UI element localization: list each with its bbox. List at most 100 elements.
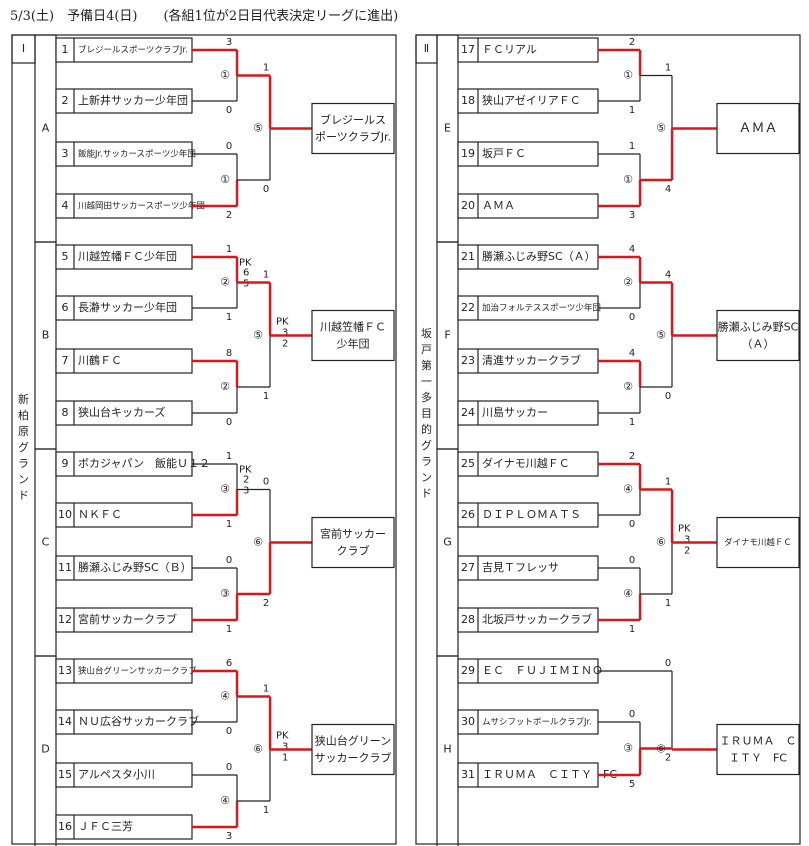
team-name: ＦＣリアル <box>482 43 537 56</box>
team-name: ブレジールスポーツクラブJr. <box>78 45 188 56</box>
winner-name: ＩＴＹ FC <box>729 752 787 765</box>
match-a-score: 1 <box>226 451 232 462</box>
team-number: 21 <box>461 250 475 263</box>
winner-name: ポーツクラブJr. <box>315 130 391 144</box>
venue-char: ラ <box>18 457 29 470</box>
match-b-number: ④ <box>220 794 230 807</box>
team-number: 5 <box>62 250 69 263</box>
team-number: 12 <box>58 613 72 626</box>
match-a-score: 0 <box>226 726 232 737</box>
group-box <box>436 448 459 657</box>
team-number: 29 <box>461 664 475 677</box>
match-b-score: 2 <box>226 210 232 221</box>
team-number: 15 <box>58 768 72 781</box>
match-b-score: 4 <box>629 348 635 359</box>
group-letter: B <box>42 329 50 342</box>
section-frame <box>11 34 397 845</box>
team-box <box>55 814 193 840</box>
match-a-number: ② <box>623 276 633 289</box>
match-b-score: 0 <box>629 709 635 720</box>
match-a-number: ④ <box>220 690 230 703</box>
match-a-score: 4 <box>629 244 635 255</box>
match-a-number: ③ <box>220 483 230 496</box>
match-b-score: 3 <box>629 210 635 221</box>
team-box <box>55 37 193 63</box>
winner-name: （Ａ） <box>742 338 775 351</box>
winner-box <box>716 516 800 569</box>
match-b-number: ① <box>623 173 633 186</box>
venue-char: グ <box>18 440 29 454</box>
team-number: 1 <box>62 43 69 56</box>
team-number: 13 <box>58 664 72 677</box>
winner-name: クラブ <box>337 544 370 558</box>
final-score: 2 <box>665 753 671 764</box>
group-box <box>436 241 459 450</box>
team-name: 川鶴ＦＣ <box>78 353 122 367</box>
group-box <box>436 34 459 243</box>
final-score: 0 <box>263 477 269 488</box>
team-number: 24 <box>461 406 475 419</box>
match-b-number: ④ <box>623 587 633 600</box>
team-number: 23 <box>461 354 475 367</box>
final-pk-label: PK <box>678 524 691 535</box>
final-score: 0 <box>665 391 671 402</box>
final-pk-label: PK <box>276 317 289 328</box>
winner-name: 勝瀬ふじみ野SC <box>718 320 799 334</box>
team-name: 川島サッカー <box>482 405 548 419</box>
venue-char: ラ <box>421 455 432 468</box>
final-number: ⑤ <box>253 329 263 342</box>
team-number: 22 <box>461 301 475 314</box>
team-name: ＪＦＣ三芳 <box>78 819 133 833</box>
match-a-pk-score: 5 <box>243 279 249 290</box>
team-box <box>457 502 599 528</box>
winner-name: 宮前サッカー <box>320 527 386 541</box>
final-score: 1 <box>263 270 269 281</box>
winner-name: ダイナモ川越ＦＣ <box>724 537 792 548</box>
match-b-score: 1 <box>629 417 635 428</box>
match-b-score: 0 <box>629 555 635 566</box>
group-letter: G <box>443 536 452 549</box>
team-number: 2 <box>62 94 69 107</box>
final-number: ⑥ <box>253 743 263 756</box>
match-a-score: 2 <box>629 37 635 48</box>
match-a-score: 0 <box>629 519 635 530</box>
team-name: ＤＩＰＬＯＭＡＴＳ <box>482 508 581 521</box>
team-name: ＮＵ広谷サッカークラブ <box>78 714 199 728</box>
winner-name: ＡＭＡ <box>738 121 777 136</box>
final-score: 1 <box>263 63 269 74</box>
match-b-number: ③ <box>623 742 633 755</box>
team-number: 26 <box>461 508 475 521</box>
match-a-pk-score: 2 <box>243 475 249 486</box>
section-number: Ⅰ <box>22 42 25 55</box>
team-number: 9 <box>62 457 69 470</box>
team-name: アルペスタ小川 <box>78 768 155 781</box>
team-box <box>55 658 193 684</box>
final-number: ⑤ <box>656 122 666 135</box>
team-box <box>457 193 599 219</box>
team-name: 坂戸ＦＣ <box>482 147 526 160</box>
team-name: 勝瀬ふじみ野SC（Ｂ） <box>78 560 192 574</box>
team-name: 川越岡田サッカースポーツ少年団 <box>78 201 205 212</box>
group-box <box>34 241 57 450</box>
team-box <box>55 348 193 374</box>
match-a-number: ① <box>220 69 230 82</box>
team-box <box>457 348 599 374</box>
match-b-score: 5 <box>629 779 635 790</box>
winner-box <box>311 723 395 776</box>
group-letter: A <box>42 122 50 135</box>
team-number: 7 <box>62 354 69 367</box>
team-name: ＩＲＵＭＡ ＣＩＴＹ FC <box>482 768 617 781</box>
team-number: 17 <box>461 43 475 56</box>
team-box <box>55 762 193 788</box>
winner-box <box>311 102 395 155</box>
group-box <box>34 448 57 657</box>
match-a-score: 0 <box>629 312 635 323</box>
team-name: 宮前サッカークラブ <box>78 612 177 626</box>
match-a-score: 2 <box>629 451 635 462</box>
final-pk-score: 3 <box>684 535 690 546</box>
team-name: 勝瀬ふじみ野SC（Ａ） <box>482 249 596 263</box>
team-name: 飯能Jr.サッカースポーツ少年団 <box>78 149 196 160</box>
match-b-score: 0 <box>226 417 232 428</box>
venue-char: ン <box>421 471 432 484</box>
